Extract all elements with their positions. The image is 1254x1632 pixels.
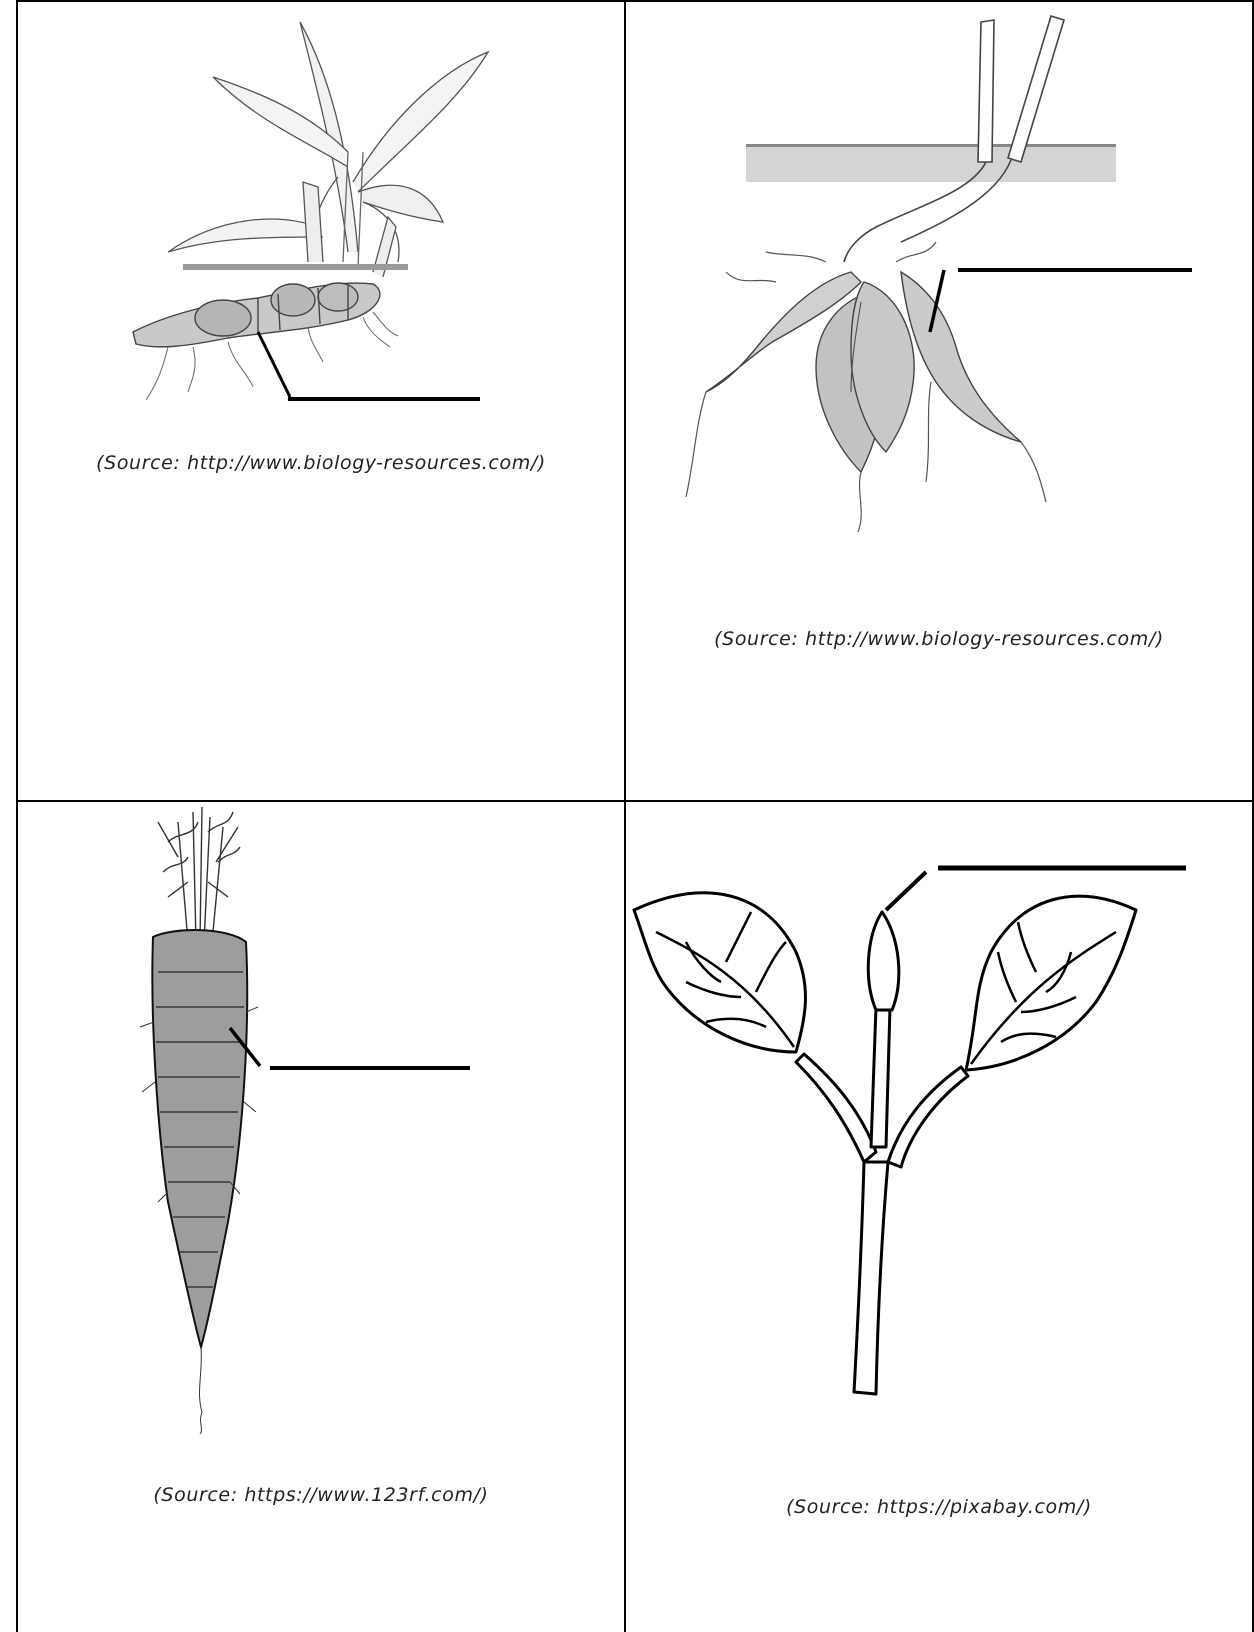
carrot-illustration-icon <box>18 802 624 1442</box>
panel-rhizome: (Source: http://www.biology-resources.co… <box>18 2 624 800</box>
rhizome-plant-illustration-icon <box>18 2 624 422</box>
source-caption: (Source: http://www.biology-resources.co… <box>626 628 1252 650</box>
panel-carrot: (Source: https://www.123rf.com/) <box>18 802 624 1632</box>
panel-tuber: (Source: http://www.biology-resources.co… <box>626 2 1252 800</box>
source-caption: (Source: https://pixabay.com/) <box>626 1496 1252 1518</box>
source-caption: (Source: https://www.123rf.com/) <box>18 1484 624 1506</box>
tuber-plant-illustration-icon <box>626 2 1252 562</box>
worksheet-table: (Source: http://www.biology-resources.co… <box>16 0 1254 1632</box>
panel-bud: (Source: https://pixabay.com/) <box>626 802 1252 1632</box>
source-caption: (Source: http://www.biology-resources.co… <box>18 452 624 474</box>
leaf-bud-illustration-icon <box>626 802 1252 1422</box>
